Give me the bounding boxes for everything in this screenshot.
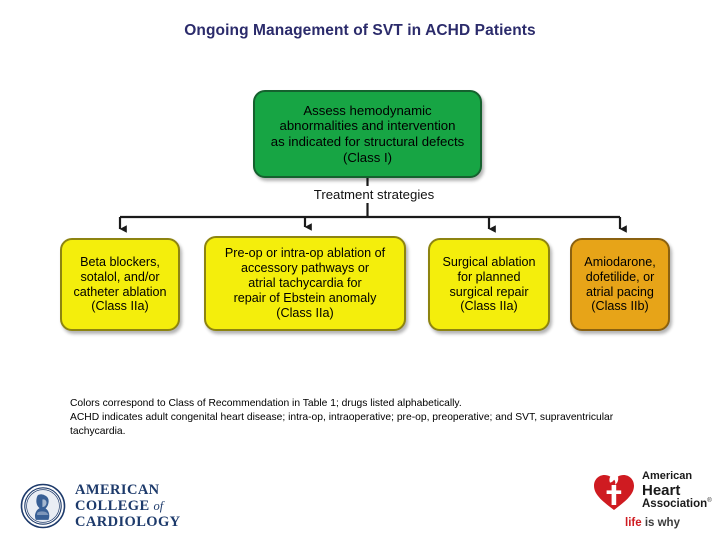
acc-wordmark-of: of — [153, 498, 164, 513]
aha-tagline-rest: is why — [641, 517, 680, 529]
aha-mark-row: American Heart Association® — [592, 470, 716, 512]
aha-wordmark: American Heart Association® — [642, 471, 712, 510]
flow-label-treatment-strategies: Treatment strategies — [295, 186, 453, 203]
aha-logo: American Heart Association® life is why — [592, 470, 716, 540]
flow-node-preop-intraop-ablation[interactable]: Pre-op or intra-op ablation of accessory… — [204, 236, 406, 331]
aha-heart-torch-icon — [594, 472, 634, 510]
acc-wordmark-line-2: COLLEGE — [75, 497, 154, 514]
footnote-line-2: ACHD indicates adult congenital heart di… — [70, 412, 614, 438]
flow-node-beta-blockers[interactable]: Beta blockers, sotalol, and/or catheter … — [60, 238, 180, 331]
flowchart-diagram: Assess hemodynamic abnormalities and int… — [60, 90, 670, 331]
footnote-line-1: Colors correspond to Class of Recommenda… — [70, 398, 462, 409]
flow-node-surgical-ablation-label: Surgical ablation for planned surgical r… — [442, 254, 536, 314]
flow-node-assess-hemodynamic-label: Assess hemodynamic abnormalities and int… — [270, 102, 465, 165]
flow-node-preop-intraop-ablation-label: Pre-op or intra-op ablation of accessory… — [224, 246, 386, 320]
flow-node-surgical-ablation[interactable]: Surgical ablation for planned surgical r… — [428, 238, 550, 331]
page-title: Ongoing Management of SVT in ACHD Patien… — [184, 22, 536, 39]
acc-wordmark-line-1: AMERICAN — [75, 481, 160, 498]
aha-tagline: life is why — [625, 517, 716, 529]
acc-wordmark-line-3: CARDIOLOGY — [75, 514, 181, 531]
aha-wordmark-line-3: Association® — [642, 498, 712, 511]
footnote: Colors correspond to Class of Recommenda… — [70, 397, 650, 440]
acc-seal-icon — [20, 483, 66, 529]
flowchart-connectors — [118, 178, 627, 233]
flow-node-beta-blockers-label: Beta blockers, sotalol, and/or catheter … — [73, 254, 167, 314]
flow-node-assess-hemodynamic[interactable]: Assess hemodynamic abnormalities and int… — [253, 90, 482, 178]
acc-logo: AMERICAN COLLEGE of CARDIOLOGY — [20, 478, 210, 534]
acc-wordmark: AMERICAN COLLEGE of CARDIOLOGY — [75, 482, 181, 531]
flow-node-amiodarone-label: Amiodarone, dofetilide, or atrial pacing… — [584, 254, 656, 314]
flow-node-amiodarone[interactable]: Amiodarone, dofetilide, or atrial pacing… — [570, 238, 670, 331]
aha-wordmark-line-1: American — [642, 470, 693, 483]
aha-wordmark-line-2: Heart — [642, 481, 681, 499]
aha-wordmark-association: Association — [642, 497, 708, 510]
aha-tagline-accent: life — [625, 517, 642, 529]
aha-registered-mark: ® — [707, 497, 712, 504]
